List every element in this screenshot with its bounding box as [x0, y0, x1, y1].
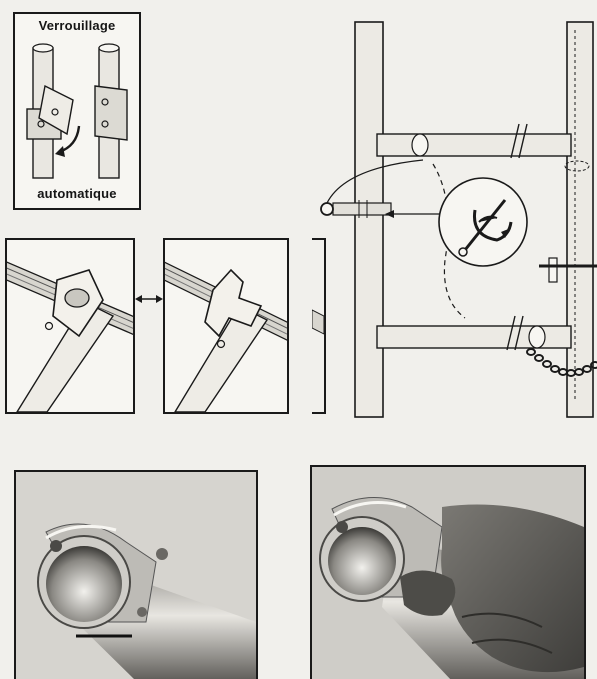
chain-icon	[526, 348, 597, 377]
clamp-open-panel	[5, 238, 135, 414]
lock-title-bottom: automatique	[37, 186, 117, 201]
automatic-lock-panel: Verrouillage automatique	[13, 12, 141, 210]
retaining-wire	[326, 159, 424, 204]
top-crossbar	[376, 133, 572, 157]
thumb	[400, 570, 456, 616]
scaffold-frame-drawing	[320, 21, 597, 418]
clamp-closed-panel	[163, 238, 289, 414]
lock-title-top: Verrouillage	[38, 18, 116, 33]
double-arrow-icon	[135, 295, 163, 303]
partial-panel	[312, 238, 326, 414]
right-upright-tube	[566, 21, 594, 418]
closed-clamp	[204, 268, 263, 338]
magnified-pin-detail	[438, 177, 528, 267]
clamp-photo-panel-2	[310, 465, 586, 679]
locking-pin	[332, 202, 392, 216]
hand	[441, 504, 584, 673]
left-upright-tube	[354, 21, 384, 418]
diagonal-tube	[16, 301, 115, 412]
clamp-photo-panel-1	[14, 470, 258, 679]
lock-mechanism-drawing	[26, 43, 128, 179]
bottom-crossbar	[376, 325, 572, 349]
diagonal-tube	[174, 305, 269, 412]
rotation-icon	[478, 215, 498, 223]
